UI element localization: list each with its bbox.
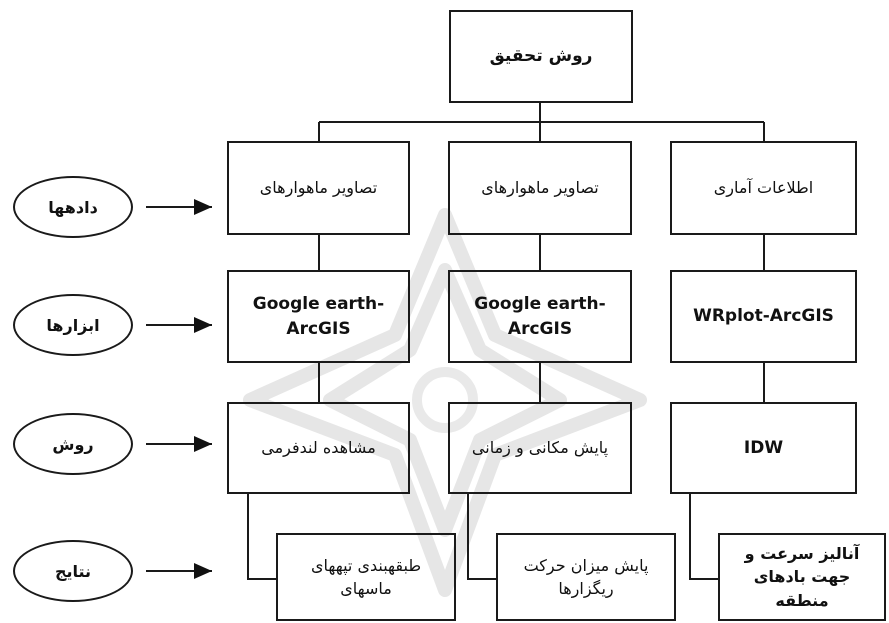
data-box-1: تصاویر ماهوارهای bbox=[227, 141, 410, 235]
method-box-1: مشاهده لندفرمی bbox=[227, 402, 410, 494]
method-box-2: پایش مکانی و زمانی bbox=[448, 402, 632, 494]
row-label-tools: ابزارها bbox=[13, 294, 133, 356]
tool-box-2: Google earth-ArcGIS bbox=[448, 270, 632, 363]
result-box-2: پایش میزان حرکت ریگزارها bbox=[496, 533, 676, 621]
tool-box-3: WRplot-ArcGIS bbox=[670, 270, 857, 363]
method-box-3: IDW bbox=[670, 402, 857, 494]
root-box: روش تحقیق bbox=[449, 10, 633, 103]
result-box-1: طبقهبندی تپههای ماسهای bbox=[276, 533, 456, 621]
data-box-2: تصاویر ماهوارهای bbox=[448, 141, 632, 235]
row-label-method: روش bbox=[13, 413, 133, 475]
data-box-3: اطلاعات آماری bbox=[670, 141, 857, 235]
root-label: روش تحقیق bbox=[489, 46, 593, 67]
result-box-3: آنالیز سرعت و جهت بادهای منطقه bbox=[718, 533, 886, 621]
tool-box-1: Google earth-ArcGIS bbox=[227, 270, 410, 363]
row-label-data: دادهها bbox=[13, 176, 133, 238]
row-label-results: نتایج bbox=[13, 540, 133, 602]
